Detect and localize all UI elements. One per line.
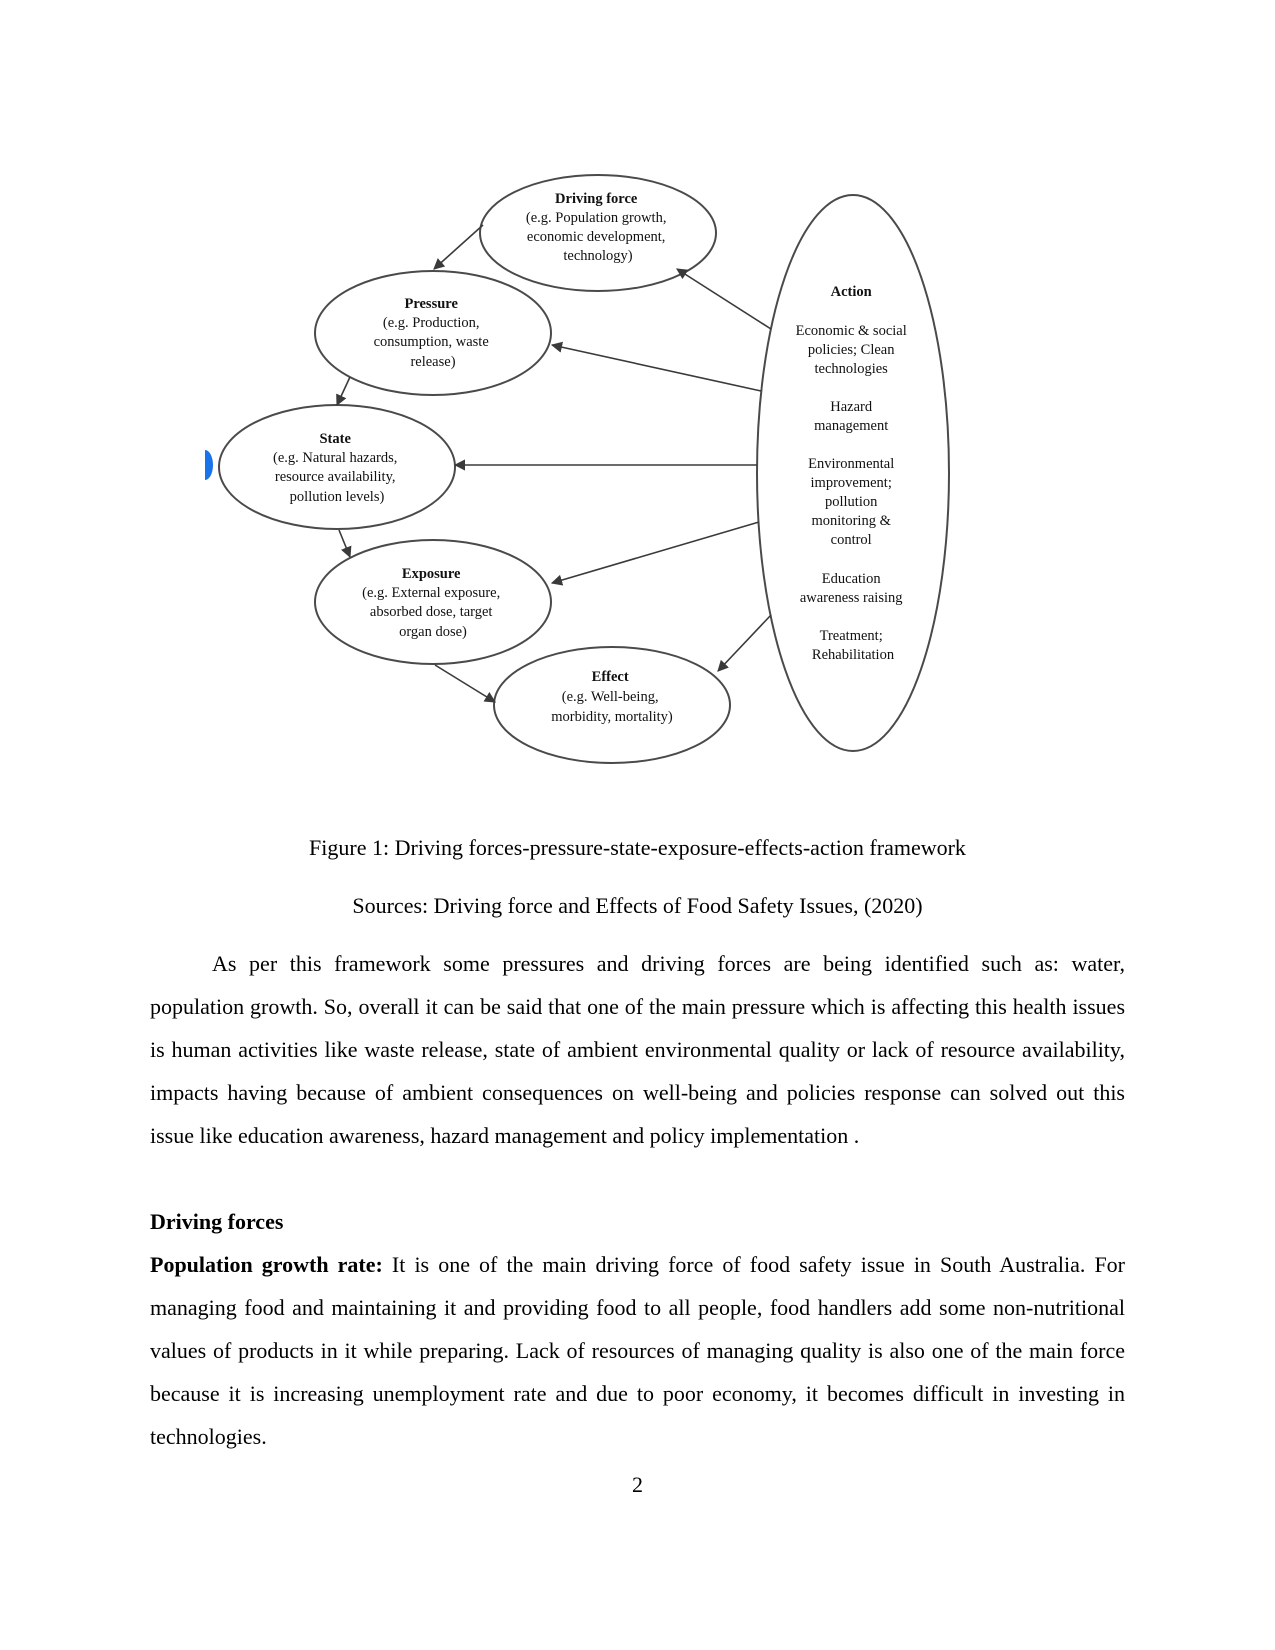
action-line-8: Environmental	[808, 456, 894, 472]
page-number: 2	[632, 1472, 643, 1497]
effect-line-2: morbidity, mortality)	[551, 709, 673, 725]
figure-caption: Figure 1: Driving forces-pressure-state-…	[309, 835, 966, 860]
exposure-line-3: organ dose)	[399, 624, 467, 640]
action-line-15: awareness raising	[800, 590, 903, 606]
paragraph-population-growth-text: Population growth rate: It is one of the…	[150, 1243, 1125, 1458]
action-ellipse	[756, 194, 950, 752]
dpseea-framework-diagram: Driving force (e.g. Population growth, e…	[205, 165, 1005, 810]
paragraph-lead: Population growth rate:	[150, 1252, 383, 1277]
driving-force-text: Driving force (e.g. Population growth, e…	[526, 191, 670, 264]
section-heading: Driving forces	[150, 1209, 284, 1234]
state-title: State	[319, 431, 351, 447]
arrow-exposure-to-effect	[434, 664, 496, 703]
action-text: Action Economic & social policies; Clean…	[796, 284, 911, 663]
driving-force-line-2: economic development,	[527, 229, 666, 245]
action-line-18: Rehabilitation	[812, 647, 895, 663]
action-line-12: control	[831, 532, 872, 548]
exposure-title: Exposure	[402, 566, 461, 582]
action-line-14: Education	[822, 571, 882, 587]
pressure-line-3: release)	[410, 354, 455, 370]
exposure-text: Exposure (e.g. External exposure, absorb…	[362, 566, 504, 640]
blue-edge-marker	[205, 450, 213, 480]
state-line-2: resource availability,	[275, 469, 396, 485]
action-line-17: Treatment;	[820, 628, 883, 644]
arrow-action-to-driving	[676, 268, 772, 330]
action-line-9: improvement;	[811, 475, 892, 491]
action-line-1: Economic & social	[796, 323, 907, 339]
state-line-1: (e.g. Natural hazards,	[273, 450, 397, 466]
action-line-11: monitoring &	[812, 513, 892, 529]
paragraph-framework-text: As per this framework some pressures and…	[150, 951, 1125, 1148]
action-title: Action	[831, 284, 872, 300]
paragraph-population-growth: Population growth rate: It is one of the…	[150, 1243, 1125, 1458]
effect-ellipse	[493, 646, 731, 764]
action-line-10: pollution	[825, 494, 878, 510]
state-line-3: pollution levels)	[290, 489, 385, 505]
driving-force-title: Driving force	[555, 191, 638, 207]
effect-line-1: (e.g. Well-being,	[562, 689, 659, 705]
exposure-ellipse	[314, 539, 552, 665]
arrow-driving-to-pressure	[433, 224, 484, 270]
pressure-line-1: (e.g. Production,	[383, 315, 480, 331]
exposure-line-1: (e.g. External exposure,	[362, 585, 500, 601]
state-text: State (e.g. Natural hazards, resource av…	[273, 431, 401, 505]
effect-text: Effect (e.g. Well-being, morbidity, mort…	[551, 669, 673, 725]
action-line-6: management	[814, 418, 888, 434]
arrow-action-to-pressure	[550, 341, 762, 392]
paragraph-framework: As per this framework some pressures and…	[150, 942, 1125, 1157]
driving-force-line-1: (e.g. Population growth,	[526, 210, 667, 226]
arrow-action-to-effect	[717, 614, 772, 672]
figure-sources: Sources: Driving force and Effects of Fo…	[352, 893, 923, 918]
pressure-title: Pressure	[404, 296, 458, 312]
action-line-2: policies; Clean	[808, 342, 895, 358]
action-line-3: technologies	[815, 361, 889, 377]
action-line-5: Hazard	[830, 399, 873, 415]
state-ellipse	[218, 404, 456, 530]
exposure-line-2: absorbed dose, target	[370, 604, 493, 620]
driving-force-ellipse	[479, 174, 717, 292]
arrow-state-to-exposure	[338, 529, 352, 559]
paragraph-body: It is one of the main driving force of f…	[150, 1252, 1126, 1449]
driving-force-line-3: technology)	[563, 248, 632, 264]
pressure-ellipse	[314, 270, 552, 396]
pressure-text: Pressure (e.g. Production, consumption, …	[374, 296, 493, 370]
arrow-action-to-exposure	[550, 521, 760, 586]
diagram-svg: Driving force (e.g. Population growth, e…	[205, 174, 950, 764]
pressure-line-2: consumption, waste	[374, 334, 489, 350]
effect-title: Effect	[592, 669, 629, 685]
arrow-pressure-to-state	[336, 376, 351, 407]
